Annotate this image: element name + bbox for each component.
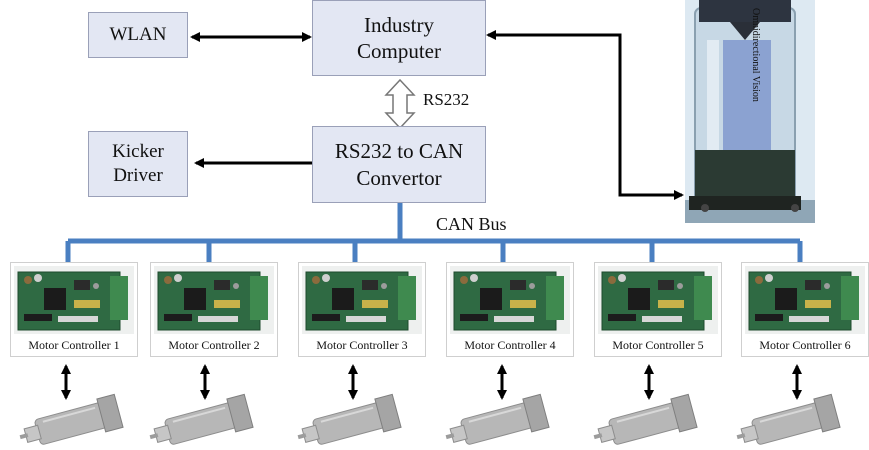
wlan-block: WLAN (88, 12, 188, 58)
wlan-label: WLAN (109, 24, 167, 45)
kicker-driver-block: Kicker Driver (88, 131, 188, 197)
motor-6 (735, 393, 845, 450)
motor-controller-label: Motor Controller 6 (759, 338, 851, 352)
motor-illustration (149, 393, 254, 445)
motor-controller-label: Motor Controller 2 (168, 338, 260, 352)
motor-controller-label: Motor Controller 1 (28, 338, 120, 352)
motor-controller-label: Motor Controller 4 (464, 338, 556, 352)
can-bus-label: CAN Bus (436, 214, 507, 234)
controller-board-image (14, 266, 134, 334)
controller-board-image (745, 266, 865, 334)
rs232-hollow-arrow (384, 78, 416, 130)
kicker-driver-label-line2: Driver (113, 165, 163, 186)
industry-computer-block: Industry Computer (312, 0, 486, 76)
motor-controller-3: Motor Controller 3 (298, 262, 426, 357)
vision-label: Omnidirectional Vision (750, 8, 761, 102)
motor-illustration (736, 393, 841, 445)
motor-illustration (445, 393, 550, 445)
controller-board-image (450, 266, 570, 334)
converter-label-line1: RS232 to CAN (334, 138, 464, 163)
rs232-can-converter-block: RS232 to CAN Convertor (312, 126, 486, 203)
kicker-driver-label-line1: Kicker (112, 141, 164, 162)
motor-link-arrows (61, 364, 802, 400)
motor-controller-label: Motor Controller 3 (316, 338, 408, 352)
industry-computer-label-line1: Industry (364, 13, 434, 37)
motor-controller-5: Motor Controller 5 (594, 262, 722, 357)
motor-controller-4: Motor Controller 4 (446, 262, 574, 357)
motor-controller-6: Motor Controller 6 (741, 262, 869, 357)
rs232-label: RS232 (423, 90, 470, 109)
motor-5 (592, 393, 702, 450)
motor-illustration (593, 393, 698, 445)
motor-4 (444, 393, 554, 450)
motor-2 (148, 393, 258, 450)
motor-controller-label: Motor Controller 5 (612, 338, 704, 352)
motor-3 (296, 393, 406, 450)
industry-computer-label-line2: Computer (357, 39, 441, 63)
controller-board-image (154, 266, 274, 334)
motor-illustration (19, 393, 124, 445)
vision-camera-illustration (685, 0, 815, 223)
vision-link-arrow (486, 30, 684, 200)
motor-controller-2: Motor Controller 2 (150, 262, 278, 357)
motor-illustration (297, 393, 402, 445)
controller-board-image (302, 266, 422, 334)
motor-1 (18, 393, 128, 450)
motor-controller-1: Motor Controller 1 (10, 262, 138, 357)
controller-board-image (598, 266, 718, 334)
omnidirectional-vision-image: Omnidirectional Vision (685, 0, 815, 223)
converter-label-line2: Convertor (356, 165, 442, 190)
